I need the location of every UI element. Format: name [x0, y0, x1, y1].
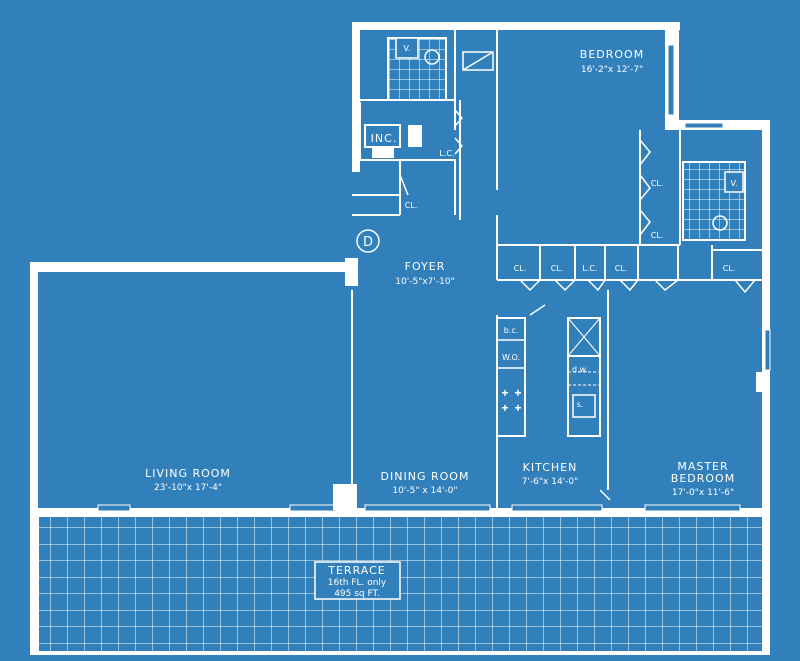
bedroom-dims: 16'-2"x 12'-7" — [581, 65, 643, 75]
cooktop-burners — [502, 389, 521, 411]
closet-label-bed2: CL. — [651, 231, 664, 240]
master-bedroom-label: MASTER — [677, 460, 728, 473]
entry-marker: D — [356, 229, 380, 253]
terrace-label: TERRACE — [327, 564, 385, 577]
fixture-labels: INC. V. V. L.C. CL. CL. CL. CL. CL. L.C.… — [371, 44, 738, 409]
closet-label-2: CL. — [551, 264, 564, 273]
shaft — [462, 51, 494, 71]
lc-label-upper: L.C. — [439, 149, 454, 158]
closet-label-entry: CL. — [405, 201, 418, 210]
terrace-note-area: 495 sq FT. — [334, 589, 380, 599]
living-room-dims: 23'-10"x 17'-4" — [154, 483, 222, 493]
kitchen-label: KITCHEN — [523, 461, 578, 474]
room-labels: BEDROOM 16'-2"x 12'-7" FOYER 10'-5"x7'-1… — [145, 48, 735, 599]
closet-label-3: CL. — [615, 264, 628, 273]
exterior-walls — [30, 22, 771, 518]
dw-label: d.w. — [572, 365, 588, 374]
bathroom-upper — [387, 37, 447, 101]
foyer-dims: 10'-5"x7'-10" — [395, 277, 454, 287]
kitchen-dims: 7'-6"x 14'-0" — [522, 477, 579, 487]
closet-label-master: CL. — [723, 264, 736, 273]
wo-label: W.O. — [502, 353, 520, 362]
vanity-label-lower: V. — [731, 179, 738, 188]
vanity-label-upper: V. — [404, 44, 411, 53]
sink-label: s. — [577, 400, 584, 409]
kitchen-counters — [496, 317, 601, 437]
bedroom-label: BEDROOM — [580, 48, 644, 61]
foyer-label: FOYER — [405, 260, 446, 273]
doors — [399, 109, 756, 501]
living-room-label: LIVING ROOM — [145, 467, 231, 480]
master-bedroom-dims: 17'-0"x 11'-6" — [672, 488, 734, 498]
incinerator — [364, 124, 422, 158]
lc-label-hall: L.C. — [582, 264, 597, 273]
terrace — [30, 515, 770, 655]
terrace-note-floor: 16th FL. only — [328, 578, 387, 588]
master-bedroom-label-2: BEDROOM — [671, 472, 735, 485]
inc-label: INC. — [371, 132, 398, 145]
closet-label-bed1: CL. — [651, 179, 664, 188]
marker-label: D — [363, 235, 373, 250]
dining-room-dims: 10'-5" x 14'-0" — [392, 486, 457, 496]
bathroom-lower — [682, 161, 746, 241]
closet-label-1: CL. — [514, 264, 527, 273]
bc-label: b.c. — [504, 326, 519, 335]
dining-room-label: DINING ROOM — [381, 470, 470, 483]
